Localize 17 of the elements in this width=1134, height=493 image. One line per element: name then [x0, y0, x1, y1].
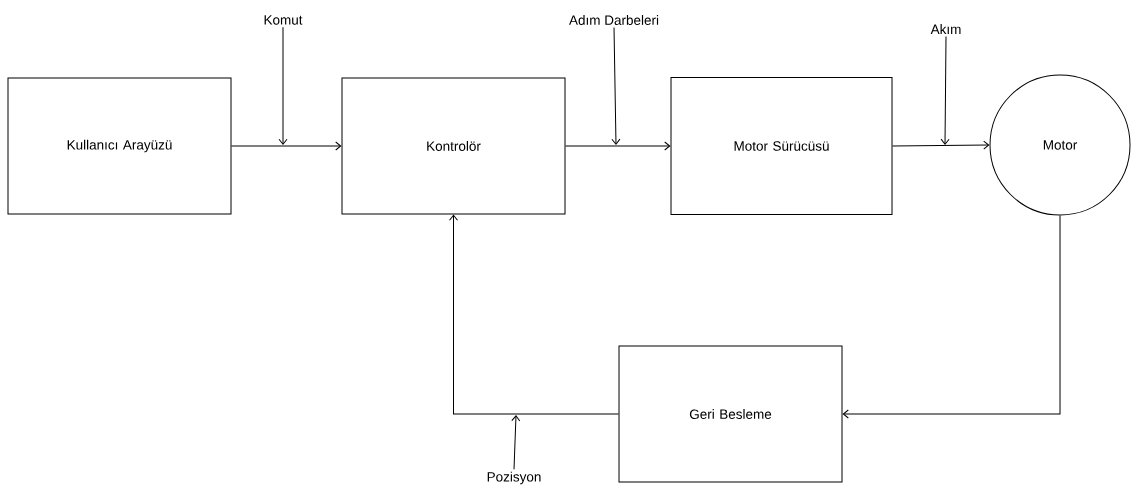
arrow — [611, 26, 621, 145]
arrow — [231, 141, 342, 151]
arrow — [278, 26, 288, 145]
signal-label: Akım — [930, 24, 961, 34]
arrow — [892, 140, 990, 150]
signal-label: Pozisyon — [487, 471, 541, 485]
arrow — [842, 215, 1061, 419]
signal-label: Komut — [264, 15, 303, 25]
signal-label: Adım Darbeleri — [569, 15, 659, 25]
arrow — [940, 35, 950, 145]
process-box: Kontrolör — [341, 77, 566, 215]
arrow — [511, 415, 521, 470]
arrow — [449, 214, 619, 415]
arrow — [565, 141, 671, 151]
process-box: Kullanıcı Arayüzü — [7, 77, 232, 215]
process-box: Geri Besleme — [618, 345, 843, 483]
process-box: Motor Sürücüsü — [670, 77, 893, 215]
